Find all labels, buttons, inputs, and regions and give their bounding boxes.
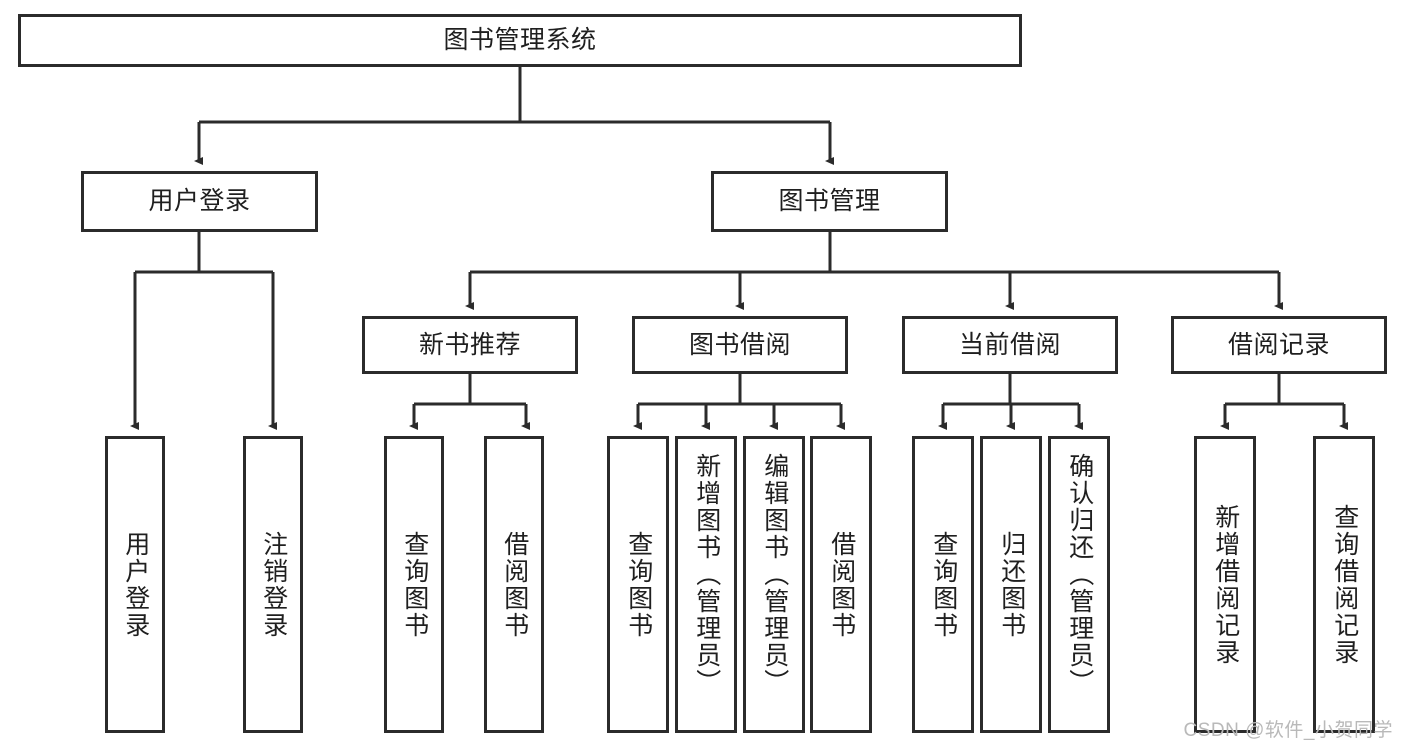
node-label: 用户登录	[121, 530, 150, 639]
node-leaf-borrow-books-recommend[interactable]: 借阅图书	[484, 436, 544, 733]
node-leaf-logout[interactable]: 注销登录	[243, 436, 303, 733]
node-label: 确认归还（管理员）	[1065, 453, 1094, 696]
node-label: 图书管理系统	[443, 26, 597, 55]
node-label: 归还图书	[997, 530, 1026, 639]
node-label: 新书推荐	[418, 330, 521, 359]
node-label: 新增借阅记录	[1211, 503, 1240, 666]
node-label: 查询图书	[624, 530, 653, 639]
node-leaf-query-books-current[interactable]: 查询图书	[912, 436, 974, 733]
node-leaf-add-book-admin[interactable]: 新增图书（管理员）	[675, 436, 737, 733]
node-leaf-query-books-recommend[interactable]: 查询图书	[384, 436, 444, 733]
node-label: 借阅图书	[827, 530, 856, 639]
node-new-book-recommendation[interactable]: 新书推荐	[362, 316, 578, 374]
node-leaf-return-books[interactable]: 归还图书	[980, 436, 1042, 733]
node-borrow-records[interactable]: 借阅记录	[1171, 316, 1387, 374]
node-label: 注销登录	[259, 530, 288, 639]
node-label: 图书借阅	[688, 330, 791, 359]
node-label: 新增图书（管理员）	[692, 453, 721, 696]
node-label: 用户登录	[148, 187, 251, 216]
node-label: 查询借阅记录	[1330, 503, 1359, 666]
node-leaf-user-login[interactable]: 用户登录	[105, 436, 165, 733]
node-user-login[interactable]: 用户登录	[81, 171, 318, 232]
node-leaf-borrow-books[interactable]: 借阅图书	[810, 436, 872, 733]
node-leaf-confirm-return-admin[interactable]: 确认归还（管理员）	[1048, 436, 1110, 733]
node-root-book-management-system[interactable]: 图书管理系统	[18, 14, 1022, 67]
node-label: 图书管理	[778, 187, 881, 216]
node-label: 当前借阅	[958, 330, 1061, 359]
node-label: 编辑图书（管理员）	[760, 453, 789, 696]
node-label: 借阅记录	[1227, 330, 1330, 359]
node-book-management[interactable]: 图书管理	[711, 171, 948, 232]
node-leaf-query-books-borrow[interactable]: 查询图书	[607, 436, 669, 733]
node-leaf-add-borrow-record[interactable]: 新增借阅记录	[1194, 436, 1256, 733]
node-current-borrowing[interactable]: 当前借阅	[902, 316, 1118, 374]
node-book-borrowing[interactable]: 图书借阅	[632, 316, 848, 374]
node-label: 查询图书	[400, 530, 429, 639]
node-label: 查询图书	[929, 530, 958, 639]
node-leaf-query-borrow-record[interactable]: 查询借阅记录	[1313, 436, 1375, 733]
node-leaf-edit-book-admin[interactable]: 编辑图书（管理员）	[743, 436, 805, 733]
watermark-text: CSDN @软件_小贺同学	[1183, 720, 1393, 741]
node-label: 借阅图书	[500, 530, 529, 639]
